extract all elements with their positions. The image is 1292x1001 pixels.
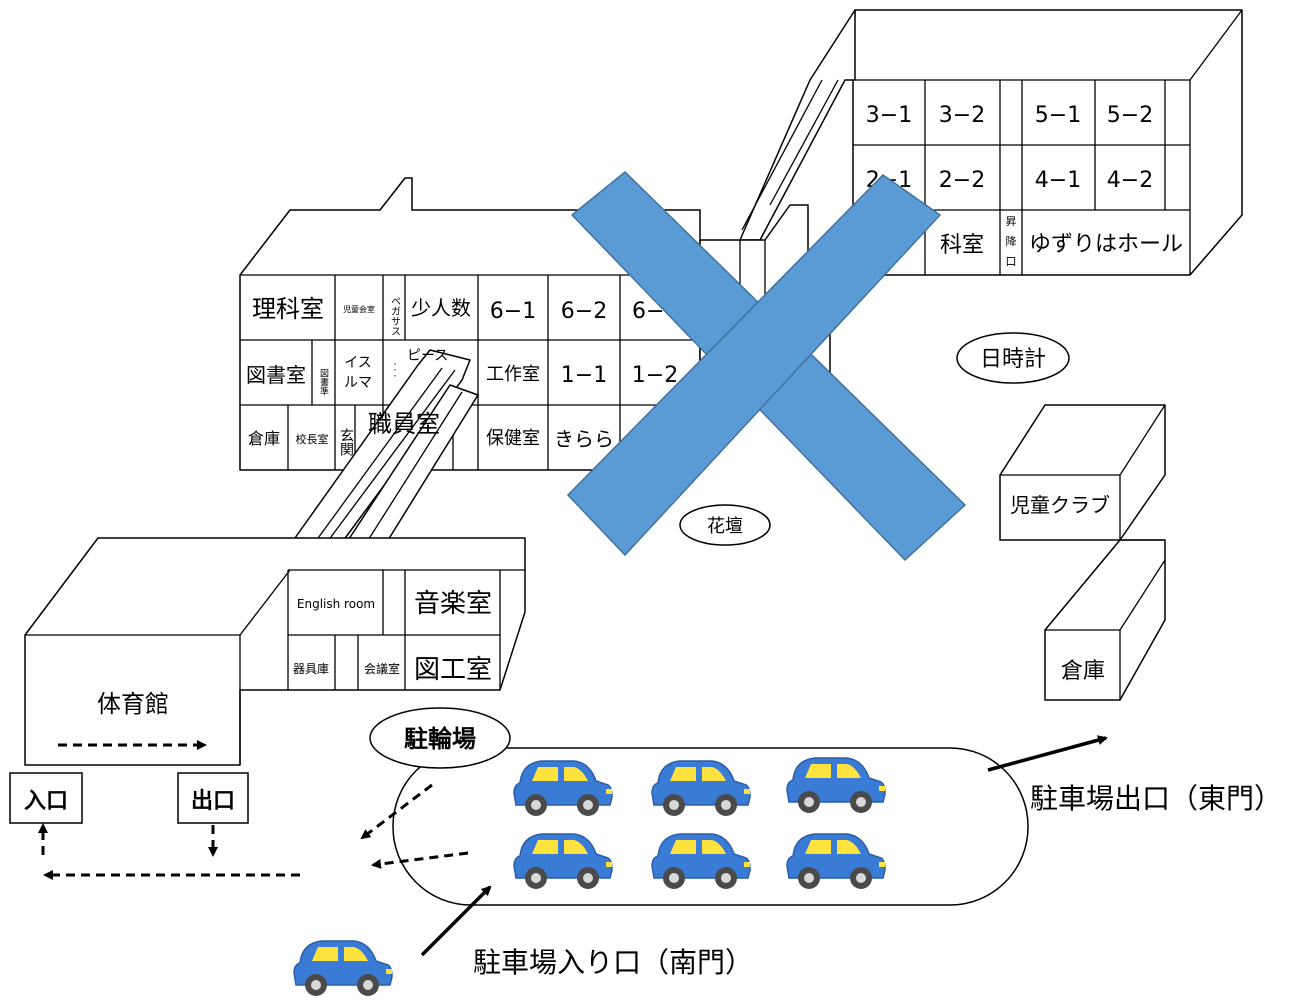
sundial-marker <box>956 332 1070 384</box>
room-student-council: 児童会室 <box>343 304 375 314</box>
sundial-label: 日時計 <box>980 347 1046 372</box>
bicycle-parking-label: 駐輪場 <box>404 725 476 753</box>
room-4-2: 4−2 <box>1107 168 1153 193</box>
route-arrows <box>38 735 1108 957</box>
elevator-label-2: 降 <box>1006 234 1017 248</box>
room-6-2: 6−2 <box>561 299 607 324</box>
room-yuzuriha-hall: ゆずりはホール <box>1029 232 1183 257</box>
room-entrance-hall: 玄関 <box>338 427 354 457</box>
room-english: English room <box>297 597 375 611</box>
storage-annex-label: 倉庫 <box>1061 659 1105 684</box>
room-kirara: きらら <box>554 427 614 451</box>
room-5-2: 5−2 <box>1107 103 1153 128</box>
elevator-label-3: 口 <box>1006 255 1017 268</box>
east-building <box>739 9 1243 276</box>
flowerbed-label: 花壇 <box>707 516 743 537</box>
entrance-label: 入口 <box>24 789 68 814</box>
gym-label: 体育館 <box>97 690 169 718</box>
room-kagaku: 科室 <box>940 233 984 258</box>
parking-entrance-label: 駐車場入り口（南門） <box>473 946 753 979</box>
parking-exit-label: 駐車場出口（東門） <box>1030 782 1282 815</box>
room-art: 図工室 <box>414 655 492 685</box>
room-1-1: 1−1 <box>561 363 607 388</box>
room-3-1: 3−1 <box>866 103 912 128</box>
room-storage-main: 倉庫 <box>248 429 280 448</box>
room-2-2: 2−2 <box>939 168 985 193</box>
map-labels: 日時計 花壇 駐輪場 入口 出口 駐車場出口（東門） 駐車場入り口（南門） <box>24 347 1282 979</box>
elevator-label-1: 昇 <box>1006 215 1017 228</box>
exit-box <box>177 772 249 824</box>
gym-building <box>24 537 526 766</box>
room-principal: 校長室 <box>296 432 329 446</box>
room-ruma: ルマ <box>344 375 372 391</box>
room-6-1: 6−1 <box>490 299 536 324</box>
room-library: 図書室 <box>246 363 306 387</box>
room-library-prep: 図書準 <box>318 368 329 396</box>
annex-buildings <box>999 404 1166 701</box>
room-crafts: 工作室 <box>486 364 540 385</box>
room-health: 保健室 <box>486 428 540 449</box>
flowerbed-marker <box>679 504 771 546</box>
room-staff: 職員室 <box>368 410 440 438</box>
room-pegasus: ペガサス <box>389 296 401 336</box>
room-equipment: 器具庫 <box>293 662 329 676</box>
kids-club-label: 児童クラブ <box>1010 493 1110 517</box>
room-1-2: 1−2 <box>632 363 678 388</box>
room-5-1: 5−1 <box>1035 103 1081 128</box>
pegasus-dots: ・・・ <box>391 361 398 379</box>
room-music: 音楽室 <box>414 589 492 619</box>
exit-label: 出口 <box>191 789 235 814</box>
room-isu: イス <box>344 355 372 371</box>
car-icon <box>293 940 393 997</box>
room-peace: ピース <box>407 348 448 364</box>
room-3-2: 3−2 <box>939 103 985 128</box>
room-4-1: 4−1 <box>1035 168 1081 193</box>
entrance-box <box>9 772 83 824</box>
cross-mark-icon <box>566 170 967 562</box>
room-meeting: 会議室 <box>364 661 400 676</box>
room-science: 理科室 <box>252 295 324 323</box>
room-small-group: 少人数 <box>411 296 471 320</box>
room-labels: 3−1 3−2 5−1 5−2 2−1 2−2 4−1 4−2 科室 昇 降 口… <box>97 103 1183 718</box>
bicycle-parking-marker <box>369 707 511 769</box>
